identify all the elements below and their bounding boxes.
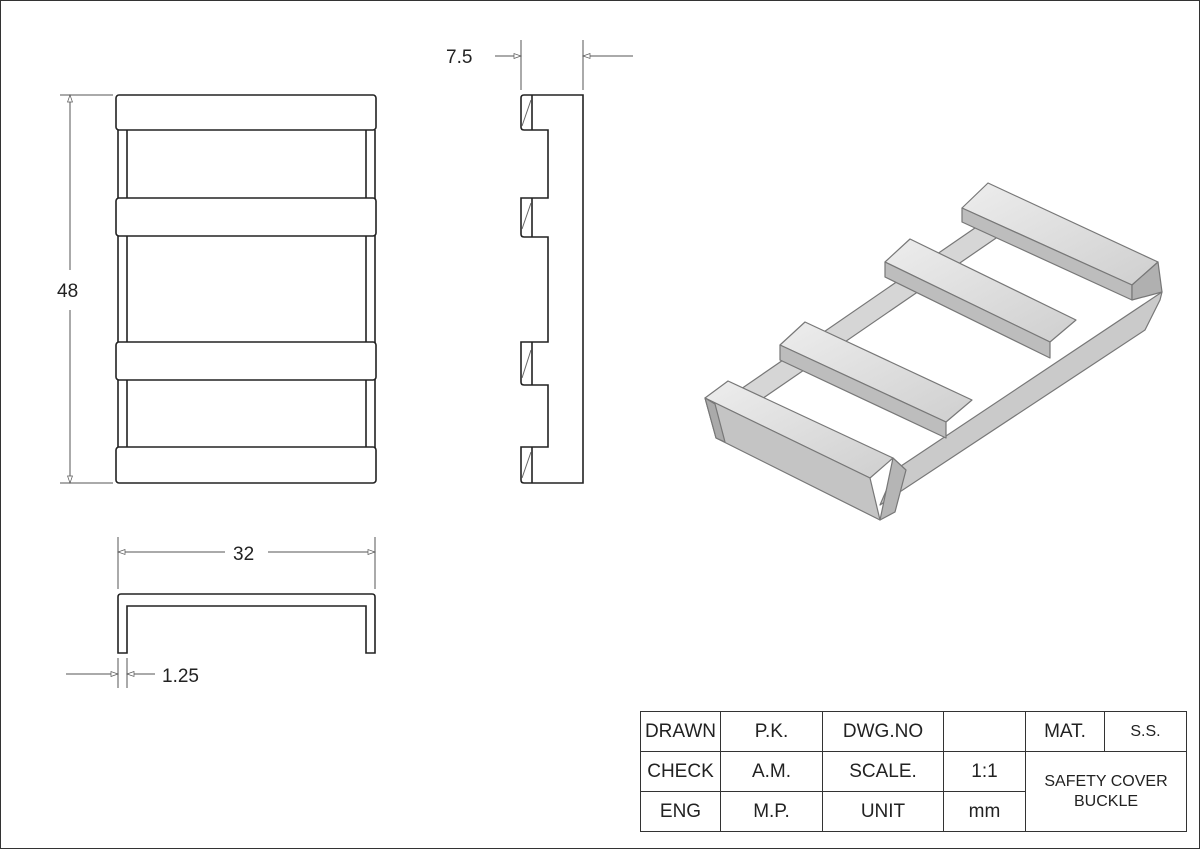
side-view — [520, 94, 584, 484]
thickness-dimension-label: 1.25 — [162, 666, 199, 687]
depth-dimension — [495, 40, 633, 90]
title-block-row: ENG M.P. UNIT mm — [640, 791, 1187, 832]
scale-label: SCALE. — [822, 751, 944, 792]
mat-label: MAT. — [1025, 711, 1105, 752]
drawn-value: P.K. — [720, 711, 823, 752]
check-label: CHECK — [640, 751, 721, 792]
side-view-hatch — [521, 99, 532, 479]
front-view — [115, 94, 377, 484]
mat-value: S.S. — [1104, 711, 1187, 752]
front-bar-2 — [115, 197, 377, 237]
scale-value: 1:1 — [943, 751, 1026, 792]
unit-value: mm — [943, 791, 1026, 832]
eng-label: ENG — [640, 791, 721, 832]
height-dimension — [60, 95, 113, 483]
drawn-label: DRAWN — [640, 711, 721, 752]
part-name: SAFETY COVER BUCKLE — [1025, 751, 1187, 832]
title-block-row: DRAWN P.K. DWG.NO MAT. S.S. — [640, 711, 1187, 752]
depth-dimension-label: 7.5 — [446, 47, 472, 68]
thickness-dimension — [66, 658, 155, 688]
title-block-row: CHECK A.M. SCALE. 1:1 SAFETY COVER BUCKL… — [640, 751, 1187, 832]
part-name-line-1: SAFETY COVER — [1044, 772, 1168, 790]
isometric-view — [704, 182, 1163, 521]
width-dimension — [118, 537, 375, 589]
unit-label: UNIT — [822, 791, 944, 832]
eng-value: M.P. — [720, 791, 823, 832]
front-bar-3 — [115, 341, 377, 381]
width-dimension-label: 32 — [233, 544, 254, 565]
dwg-no-label: DWG.NO — [822, 711, 944, 752]
check-value: A.M. — [720, 751, 823, 792]
height-dimension-label: 48 — [57, 281, 78, 302]
front-bottom-bar — [115, 446, 377, 484]
front-top-bar — [115, 94, 377, 131]
bottom-view — [117, 593, 376, 654]
title-block: DRAWN P.K. DWG.NO MAT. S.S. CHECK A.M. S… — [640, 711, 1187, 832]
dwg-no-value — [943, 711, 1026, 752]
part-name-line-2: BUCKLE — [1073, 792, 1139, 810]
